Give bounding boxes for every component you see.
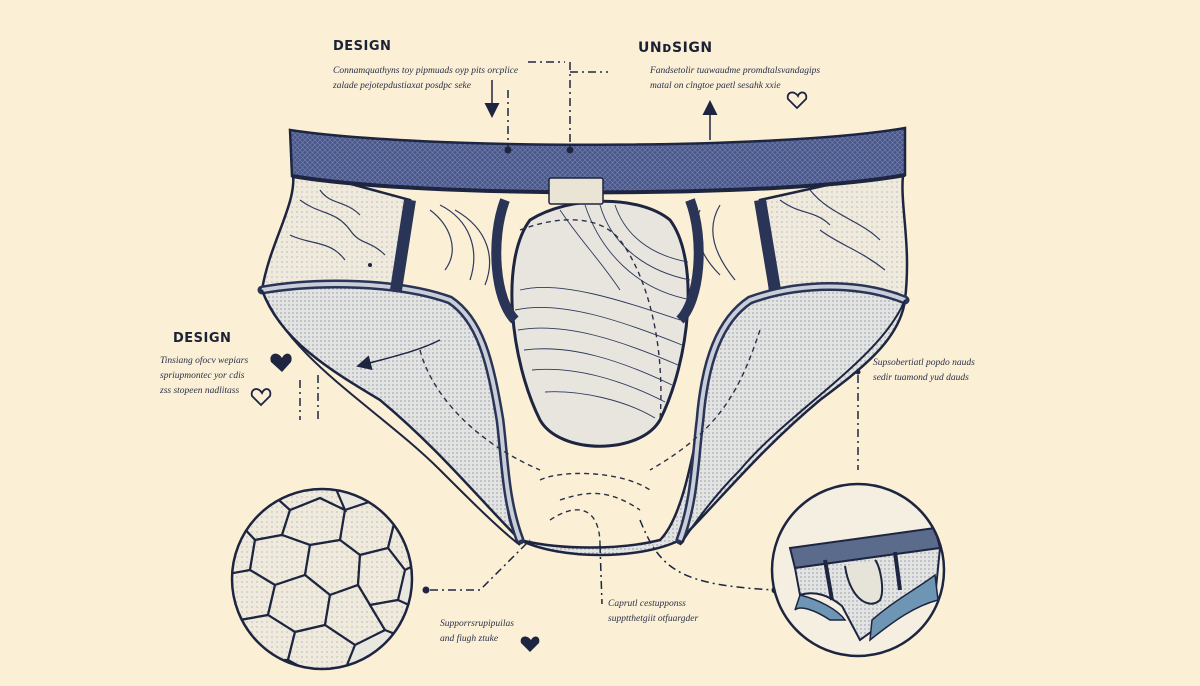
- caption-line: and fiugh ztuke: [440, 634, 499, 644]
- heart-icon: [250, 388, 272, 407]
- label-tag-icon: [548, 177, 604, 205]
- caption-line: spriupmontec yor cdis: [160, 371, 245, 381]
- caption-line: zss stopeen nadlitass: [160, 386, 240, 396]
- caption-line: matal on clngtoe paetl sesahk xxie: [650, 81, 781, 91]
- seam-lines: [419, 219, 761, 546]
- caption-line: Fandsetolir tuawaudme promdtalsvandagips: [650, 66, 821, 76]
- heart-icon: [786, 91, 808, 110]
- heart-icon: [270, 353, 292, 372]
- caption-line: supptthetgiit otfuargder: [608, 614, 699, 624]
- fabric-texture-magnifier: [230, 487, 414, 671]
- top-right-heading: UNᴅSIGN: [638, 40, 713, 56]
- caption-line: Connamquathyns toy pipmuads oyp pits orc…: [333, 66, 519, 76]
- right-strap: [754, 199, 781, 291]
- caption-line: Supsobertiatl popdo nauds: [873, 358, 975, 368]
- caption-line: Supporrsrupipuilas: [440, 619, 514, 629]
- mid-right-caption: Supsobertiatl popdo nauds sedir tuamond …: [873, 356, 975, 386]
- underwear-thumbnail-magnifier: [770, 482, 946, 658]
- caption-line: Caprutl cestupponss: [608, 599, 686, 609]
- pouch-contour-lines: [514, 204, 693, 419]
- bottom-left-caption: Supporrsrupipuilas and fiugh ztuke: [440, 617, 514, 647]
- mid-left-caption: Tinsiang ofocv wepiars spriupmontec yor …: [160, 354, 248, 399]
- mid-left-heading: DESIGN: [173, 331, 232, 346]
- left-strap: [390, 199, 416, 291]
- bottom-center-caption: Caprutl cestupponss supptthetgiit otfuar…: [608, 597, 698, 627]
- caption-line: zalade pejotepdustiaxat posdpc seke: [333, 81, 471, 91]
- caption-line: sedir tuamond yud dauds: [873, 373, 969, 383]
- underwear-illustration: [257, 126, 910, 557]
- top-left-caption: Connamquathyns toy pipmuads oyp pits orc…: [333, 64, 518, 94]
- heart-icon: [520, 636, 540, 652]
- caption-line: Tinsiang ofocv wepiars: [160, 356, 249, 366]
- leaf-pattern: [289, 189, 886, 286]
- top-right-caption: Fandsetolir tuawaudme promdtalsvandagips…: [650, 64, 820, 94]
- leader-lines: [299, 61, 859, 605]
- top-left-heading: DESIGN: [333, 39, 392, 54]
